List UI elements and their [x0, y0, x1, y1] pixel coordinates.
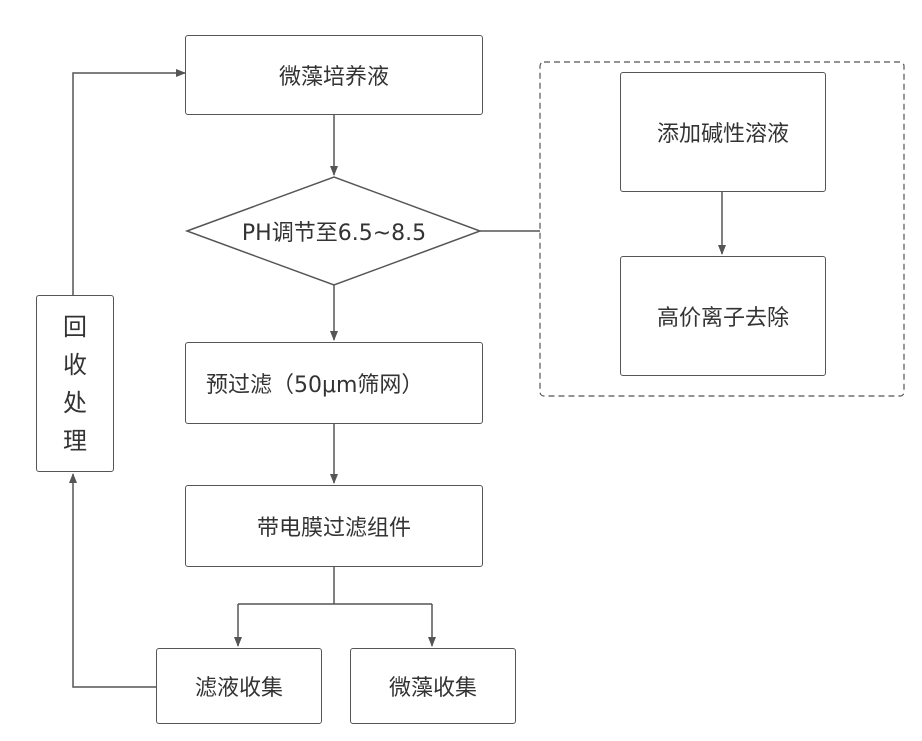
arrow-filtrate-to-recycle [73, 474, 156, 687]
algae-box: 微藻收集 [350, 648, 516, 724]
filtrate-label: 滤液收集 [195, 670, 283, 702]
ions-box: 高价离子去除 [620, 256, 826, 376]
recycle-box: 回 收 处 理 [36, 295, 114, 472]
arrow-recycle-to-culture [73, 73, 185, 295]
ions-label: 高价离子去除 [657, 300, 789, 332]
algae-label: 微藻收集 [389, 670, 477, 702]
alkali-box: 添加碱性溶液 [620, 72, 826, 192]
recycle-char: 理 [63, 422, 87, 460]
prefilter-label: 预过滤（50μm筛网） [206, 367, 423, 399]
recycle-char: 回 [63, 308, 87, 346]
filtrate-box: 滤液收集 [156, 648, 322, 724]
culture-label: 微藻培养液 [279, 59, 389, 91]
ph-label: PH调节至6.5~8.5 [242, 215, 426, 247]
membrane-box: 带电膜过滤组件 [185, 485, 483, 567]
recycle-char: 收 [63, 346, 87, 384]
alkali-label: 添加碱性溶液 [657, 116, 789, 148]
recycle-char: 处 [63, 384, 87, 422]
culture-box: 微藻培养液 [185, 35, 483, 115]
prefilter-box: 预过滤（50μm筛网） [185, 342, 483, 424]
membrane-label: 带电膜过滤组件 [257, 510, 411, 542]
ph-label-wrap: PH调节至6.5~8.5 [210, 210, 458, 252]
